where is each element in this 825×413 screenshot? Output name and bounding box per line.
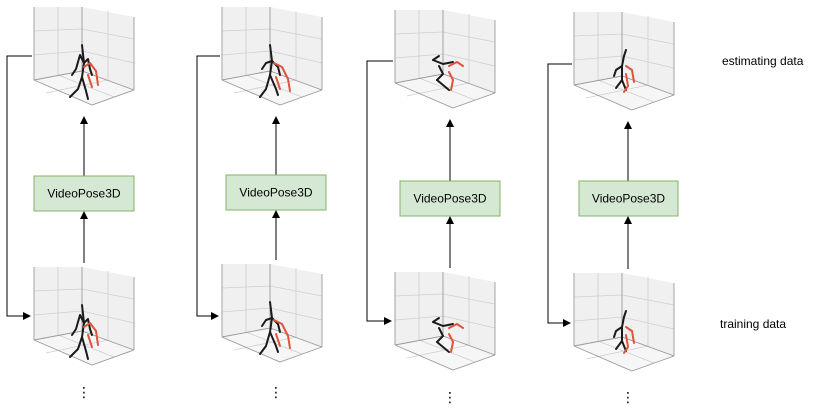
feedback-arrow-4 <box>547 63 572 327</box>
videopose3d-label-1: VideoPose3D <box>47 187 121 201</box>
skeleton-right-limb <box>275 333 281 347</box>
estimating-pose-plot-1 <box>33 7 135 106</box>
skeleton-right-limb <box>83 62 99 86</box>
plot-edge <box>573 84 675 111</box>
skeleton-right-limb <box>448 61 464 67</box>
skeleton-left-limb <box>432 55 440 61</box>
videopose3d-label-2: VideoPose3D <box>239 186 313 200</box>
skeleton-left-limb <box>261 317 273 327</box>
plot-pane-floor <box>574 337 674 371</box>
skeleton-left-limb <box>69 322 85 358</box>
skeleton-right-limb <box>623 334 629 354</box>
skeleton-right-limb <box>623 73 629 93</box>
estimating-data-label: estimating data <box>722 54 804 68</box>
skeleton-left-limb <box>269 74 279 96</box>
videopose3d-box-2 <box>225 174 327 211</box>
plot-gridline <box>233 79 297 94</box>
plot-edge <box>394 82 496 109</box>
training-pose-plot-3 <box>394 272 496 371</box>
videopose3d-label-3: VideoPose3D <box>413 192 487 206</box>
training-pose-plot-1 <box>33 267 135 366</box>
skeleton-right-limb <box>625 326 635 344</box>
skeleton-left-limb <box>269 331 279 353</box>
continuation-dots-2: ⋮ <box>269 385 283 401</box>
plot-gridline <box>597 79 655 103</box>
continuation-dots-3: ⋮ <box>443 390 457 406</box>
skeleton-right-limb <box>87 74 93 88</box>
continuation-dots-4: ⋮ <box>621 390 635 406</box>
plot-pane-floor <box>574 76 674 110</box>
videopose3d-box-1 <box>33 175 135 212</box>
skeleton-left-limb <box>81 304 85 324</box>
skeleton-right-limb <box>625 65 635 83</box>
feedback-arrow-1 <box>6 55 32 320</box>
skeleton-left-limb <box>259 60 273 98</box>
training-pose-plot-4 <box>573 273 675 372</box>
training-data-label: training data <box>720 317 786 331</box>
skeleton-right-limb <box>273 319 291 349</box>
skeleton-left-limb <box>613 326 623 338</box>
plot-gridline <box>597 340 655 364</box>
plot-edge <box>221 79 323 106</box>
skeleton-left-limb <box>71 54 85 76</box>
plot-edge <box>394 344 496 371</box>
estimating-pose-plot-3 <box>394 10 496 109</box>
skeleton-left-limb <box>261 60 273 70</box>
skeleton-right-limb <box>87 334 93 348</box>
skeleton-right-limb <box>448 323 464 329</box>
skeleton-left-limb <box>621 310 627 328</box>
feedback-arrow-3 <box>366 60 393 325</box>
plot-gridline <box>233 336 297 351</box>
skeleton-right-limb <box>83 322 99 346</box>
skeleton-left-limb <box>436 79 450 91</box>
skeleton-right-limb <box>275 76 281 90</box>
skeleton-left-limb <box>269 44 273 62</box>
plot-pane-floor <box>222 328 322 362</box>
plot-pane-floor <box>34 331 134 365</box>
plot-pane-floor <box>395 74 495 108</box>
plot-gridline <box>406 82 470 97</box>
skeleton-left-limb <box>71 314 85 336</box>
estimating-pose-plot-2 <box>221 7 323 106</box>
estimating-pose-plot-4 <box>573 12 675 111</box>
training-pose-plot-2 <box>221 264 323 363</box>
videopose3d-box-4 <box>578 180 679 217</box>
skeleton-right-limb <box>273 62 291 92</box>
plot-gridline <box>585 84 649 99</box>
plot-edge <box>33 339 135 366</box>
skeleton-left-limb <box>613 65 623 77</box>
skeleton-left-limb <box>269 301 273 319</box>
plot-gridline <box>585 345 649 360</box>
feedback-arrow-2 <box>196 55 220 320</box>
skeleton-left-limb <box>436 341 450 353</box>
videopose3d-box-3 <box>399 180 501 217</box>
skeleton-left-limb <box>81 44 85 64</box>
continuation-dots-1: ⋮ <box>77 385 91 401</box>
plot-edge <box>221 336 323 363</box>
plot-pane-floor <box>34 71 134 105</box>
plot-gridline <box>57 334 115 358</box>
skeleton-left-limb <box>259 317 273 355</box>
skeleton-right-limb <box>448 333 454 353</box>
plot-gridline <box>406 344 470 359</box>
plot-edge <box>33 79 135 106</box>
plot-edge <box>573 345 675 372</box>
skeleton-left-limb <box>436 327 444 343</box>
skeleton-left-limb <box>432 59 454 65</box>
skeleton-left-limb <box>432 317 440 323</box>
plot-gridline <box>57 74 115 98</box>
skeleton-left-limb <box>81 336 89 360</box>
skeleton-right-limb <box>448 71 454 91</box>
skeleton-left-limb <box>81 76 89 100</box>
plot-pane-floor <box>395 336 495 370</box>
skeleton-left-limb <box>621 49 627 67</box>
videopose3d-label-4: VideoPose3D <box>592 192 666 206</box>
skeleton-left-limb <box>69 62 85 98</box>
skeleton-left-limb <box>432 321 454 327</box>
skeleton-left-limb <box>436 65 444 81</box>
plot-pane-floor <box>222 71 322 105</box>
